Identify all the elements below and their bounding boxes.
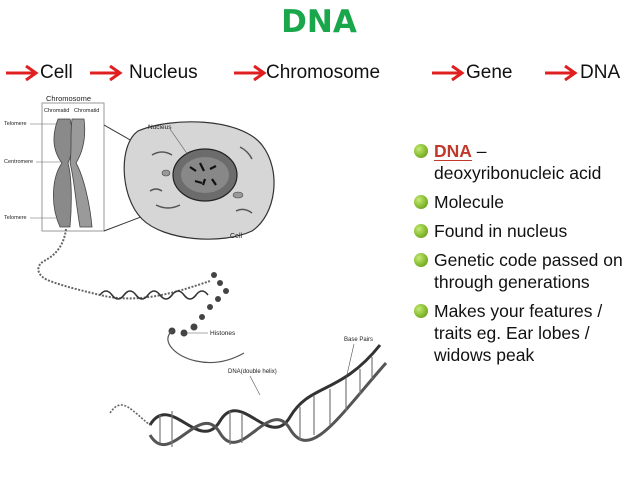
term-dash: – bbox=[471, 141, 487, 161]
label-telomere-top: Telomere bbox=[4, 121, 27, 127]
bullet-text: Found in nucleus bbox=[434, 221, 568, 241]
green-bullet-icon bbox=[414, 224, 428, 238]
dna-definition: deoxyribonucleic acid bbox=[434, 163, 602, 183]
hierarchy-flow: Cell Nucleus Chromosome Gene DNA bbox=[0, 56, 638, 88]
page-title: DNA bbox=[281, 4, 357, 40]
dna-structure-figure: Chromosome Chromatid Chromatid Telomere … bbox=[4, 95, 388, 447]
label-chromosome: Chromosome bbox=[46, 95, 91, 103]
label-nucleus: Nucleus bbox=[148, 124, 172, 131]
label-cell: Cell bbox=[230, 233, 243, 240]
arrow-right-icon bbox=[432, 65, 465, 81]
list-item: DNA – deoxyribonucleic acid bbox=[412, 140, 634, 184]
fact-list: DNA – deoxyribonucleic acid Molecule Fou… bbox=[412, 140, 634, 373]
chromatin-fiber bbox=[37, 228, 211, 300]
label-chromatid-left: Chromatid bbox=[44, 108, 69, 114]
bullet-text: Genetic code passed on through generatio… bbox=[434, 250, 623, 292]
flow-step-cell: Cell bbox=[40, 62, 73, 83]
label-base-pairs: Base Pairs bbox=[344, 337, 373, 343]
green-bullet-icon bbox=[414, 144, 428, 158]
chromosome-panel bbox=[41, 102, 105, 232]
chromosome-shape bbox=[53, 118, 93, 228]
label-histones: Histones bbox=[210, 330, 236, 337]
coiled-chromatin bbox=[99, 290, 209, 300]
double-helix bbox=[109, 344, 388, 447]
list-item: Genetic code passed on through generatio… bbox=[412, 249, 634, 293]
flow-step-chromosome: Chromosome bbox=[266, 62, 381, 83]
list-item: Molecule bbox=[412, 191, 634, 213]
label-dna-double-helix: DNA(double helix) bbox=[228, 369, 277, 375]
nucleosome-beads bbox=[168, 272, 229, 337]
green-bullet-icon bbox=[414, 304, 428, 318]
arrow-right-icon bbox=[234, 65, 267, 81]
arrow-right-icon bbox=[6, 65, 39, 81]
label-centromere: Centromere bbox=[4, 159, 33, 165]
bullet-text: Molecule bbox=[434, 192, 505, 212]
flow-step-dna: DNA bbox=[580, 62, 621, 83]
green-bullet-icon bbox=[414, 195, 428, 209]
cell-shape bbox=[123, 121, 275, 240]
arrow-right-icon bbox=[90, 65, 123, 81]
green-bullet-icon bbox=[414, 253, 428, 267]
list-item: Makes your features / traits eg. Ear lob… bbox=[412, 300, 634, 366]
list-item: Found in nucleus bbox=[412, 220, 634, 242]
flow-step-nucleus: Nucleus bbox=[129, 62, 198, 83]
label-telomere-bottom: Telomere bbox=[4, 215, 27, 221]
arrow-right-icon bbox=[545, 65, 578, 81]
label-chromatid-right: Chromatid bbox=[74, 108, 99, 114]
flow-step-gene: Gene bbox=[466, 62, 513, 83]
dna-term: DNA bbox=[434, 141, 472, 161]
bullet-text: Makes your features / traits eg. Ear lob… bbox=[434, 301, 603, 365]
